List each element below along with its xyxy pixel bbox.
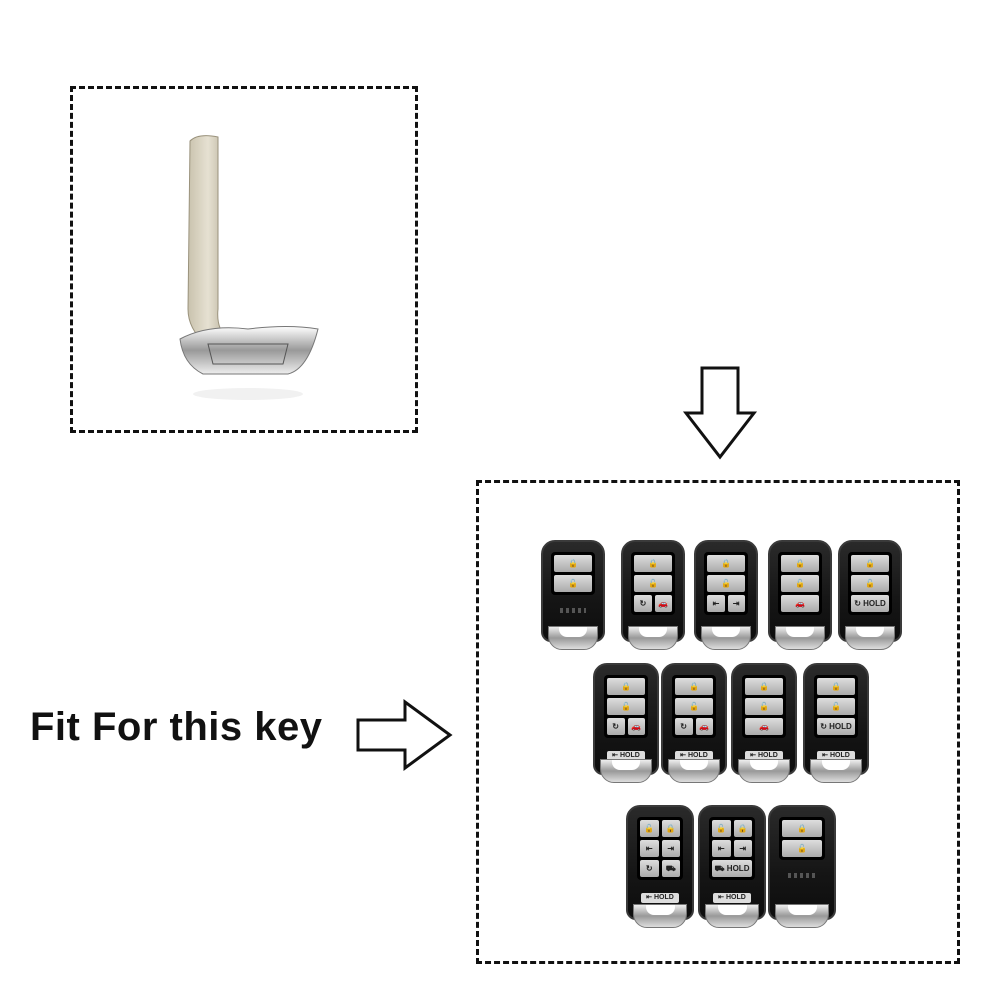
- emergency-key-blade-image: [179, 135, 319, 400]
- trunk-button: 🚗: [695, 718, 714, 735]
- button-panel: 🔓🔒⇤⇥↻⛟: [636, 817, 684, 880]
- button-panel: 🔒🔓: [551, 552, 595, 595]
- right-door-button: ⇥: [727, 595, 745, 612]
- trunk-button: 🚗: [781, 595, 819, 612]
- unlock-button: 🔓: [634, 575, 672, 592]
- chrome-key-slot: [775, 904, 829, 928]
- chrome-key-slot: [737, 759, 791, 783]
- chrome-key-slot: [774, 626, 826, 650]
- remote-fob: 🔓🔒⇤⇥ ⛟ HOLD ⇤ HOLD: [698, 805, 766, 928]
- fit-caption: Fit For this key: [30, 705, 323, 749]
- tailgate-button: ⛟: [661, 860, 681, 877]
- lock-button: 🔒: [634, 555, 672, 572]
- speaker-dots: [559, 608, 587, 613]
- remote-fob: 🔒 🔓 ↻🚗: [621, 540, 685, 650]
- unlock-button: 🔓: [744, 698, 784, 715]
- unlock-button: 🔓: [707, 575, 745, 592]
- lock-button: 🔒: [733, 820, 753, 837]
- left-door-button: ⇤: [639, 840, 659, 857]
- trunk-button: 🚗: [744, 718, 784, 735]
- lock-button: 🔒: [554, 555, 592, 572]
- chrome-key-slot: [547, 626, 599, 650]
- panic-hold-button: ⇤ HOLD: [817, 751, 855, 761]
- remote-fob: 🔒 🔓 ↻ HOLD ⇤ HOLD: [803, 663, 869, 783]
- right-arrow-icon: [356, 699, 453, 771]
- lock-button: 🔒: [707, 555, 745, 572]
- right-door-button: ⇥: [661, 840, 681, 857]
- chrome-key-slot: [705, 904, 759, 928]
- lock-button: 🔒: [744, 678, 784, 695]
- lock-button: 🔒: [606, 678, 646, 695]
- remote-start-button: ↻: [634, 595, 652, 612]
- down-arrow-icon: [682, 366, 758, 460]
- button-panel: 🔒 🔓 🚗: [778, 552, 822, 615]
- unlock-button: 🔓: [781, 840, 823, 857]
- unlock-button: 🔓: [781, 575, 819, 592]
- remote-start-button: ↻: [639, 860, 659, 877]
- remote-start-hold-button: ↻ HOLD: [816, 718, 856, 735]
- remote-start-button: ↻: [674, 718, 693, 735]
- button-panel: 🔒 🔓 ↻🚗: [603, 675, 649, 738]
- button-panel: 🔒 🔓 ↻ HOLD: [848, 552, 892, 615]
- remote-fob: 🔒🔓: [541, 540, 605, 650]
- lock-button: 🔒: [781, 555, 819, 572]
- lock-button: 🔒: [816, 678, 856, 695]
- lock-button: 🔒: [851, 555, 889, 572]
- left-door-button: ⇤: [711, 840, 731, 857]
- compatible-remotes-frame: [476, 480, 960, 964]
- button-panel: 🔒 🔓 ⇤⇥: [704, 552, 748, 615]
- lock-button: 🔒: [781, 820, 823, 837]
- panic-hold-button: ⇤ HOLD: [745, 751, 783, 761]
- panic-hold-button: ⇤ HOLD: [607, 751, 645, 761]
- emergency-key-frame: [70, 86, 418, 433]
- chrome-key-slot: [700, 626, 752, 650]
- button-panel: 🔒 🔓 ↻🚗: [631, 552, 675, 615]
- panic-hold-button: ⇤ HOLD: [675, 751, 713, 761]
- unlock-button: 🔓: [711, 820, 731, 837]
- chrome-key-slot: [627, 626, 679, 650]
- chrome-key-slot: [633, 904, 687, 928]
- lock-button: 🔒: [661, 820, 681, 837]
- unlock-button: 🔓: [606, 698, 646, 715]
- remote-fob: 🔓🔒⇤⇥↻⛟ ⇤ HOLD: [626, 805, 694, 928]
- unlock-button: 🔓: [554, 575, 592, 592]
- chrome-key-slot: [667, 759, 721, 783]
- remote-start-button: ↻: [606, 718, 625, 735]
- unlock-button: 🔓: [816, 698, 856, 715]
- remote-fob: 🔒 🔓 ↻🚗 ⇤ HOLD: [661, 663, 727, 783]
- remote-fob: 🔒 🔓 ⇤⇥: [694, 540, 758, 650]
- tailgate-hold-button: ⛟ HOLD: [711, 860, 753, 877]
- right-door-button: ⇥: [733, 840, 753, 857]
- unlock-button: 🔓: [639, 820, 659, 837]
- remote-fob: 🔒🔓: [768, 805, 836, 928]
- button-panel: 🔒🔓: [778, 817, 826, 860]
- chrome-key-slot: [844, 626, 896, 650]
- button-panel: 🔒 🔓 ↻ HOLD: [813, 675, 859, 738]
- unlock-button: 🔓: [674, 698, 714, 715]
- chrome-key-slot: [599, 759, 653, 783]
- speaker-dots: [787, 873, 817, 878]
- left-door-button: ⇤: [707, 595, 725, 612]
- chrome-key-slot: [809, 759, 863, 783]
- button-panel: 🔒 🔓 🚗: [741, 675, 787, 738]
- button-panel: 🔓🔒⇤⇥ ⛟ HOLD: [708, 817, 756, 880]
- unlock-button: 🔓: [851, 575, 889, 592]
- remote-fob: 🔒 🔓 🚗 ⇤ HOLD: [731, 663, 797, 783]
- trunk-button: 🚗: [654, 595, 672, 612]
- remote-fob: 🔒 🔓 ↻ HOLD: [838, 540, 902, 650]
- button-panel: 🔒 🔓 ↻🚗: [671, 675, 717, 738]
- remote-fob: 🔒 🔓 ↻🚗 ⇤ HOLD: [593, 663, 659, 783]
- lock-button: 🔒: [674, 678, 714, 695]
- trunk-button: 🚗: [627, 718, 646, 735]
- panic-hold-button: ⇤ HOLD: [712, 893, 752, 903]
- panic-hold-button: ⇤ HOLD: [640, 893, 680, 903]
- remote-start-hold-button: ↻ HOLD: [851, 595, 889, 612]
- remote-fob: 🔒 🔓 🚗: [768, 540, 832, 650]
